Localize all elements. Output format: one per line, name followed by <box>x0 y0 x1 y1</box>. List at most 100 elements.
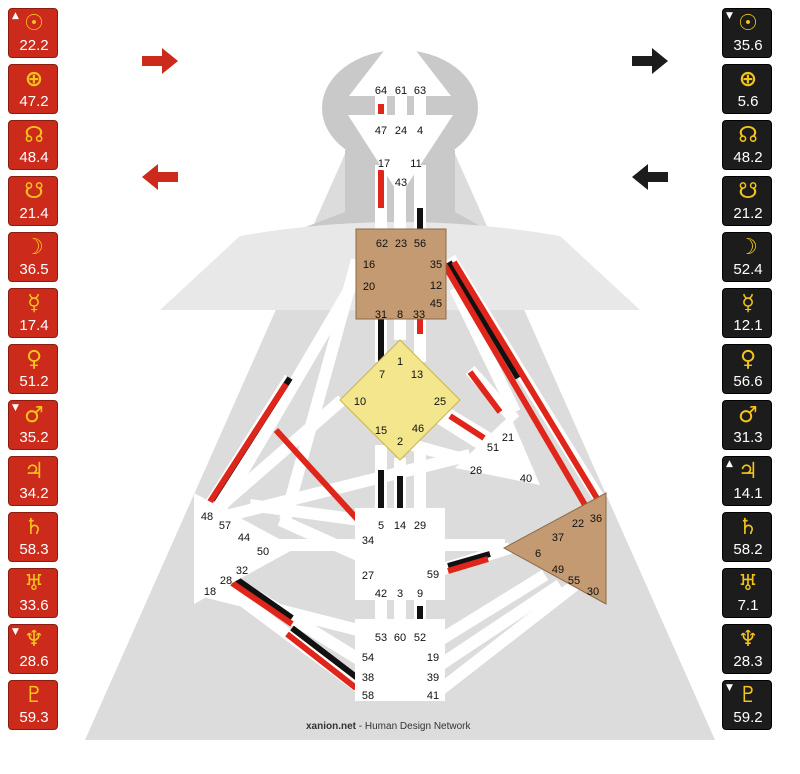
gate-22[interactable]: 22 <box>572 518 584 530</box>
gate-3[interactable]: 3 <box>397 588 403 600</box>
head-center[interactable] <box>349 30 451 96</box>
gate-1[interactable]: 1 <box>397 356 403 368</box>
planet-box-uranus[interactable]: ♅33.6 <box>8 568 58 618</box>
gate-31[interactable]: 31 <box>375 309 387 321</box>
planet-box-south-node[interactable]: ☋21.4 <box>8 176 58 226</box>
gate-43[interactable]: 43 <box>395 177 407 189</box>
gate-8[interactable]: 8 <box>397 309 403 321</box>
gate-29[interactable]: 29 <box>414 520 426 532</box>
gate-55[interactable]: 55 <box>568 575 580 587</box>
planet-box-pluto[interactable]: ♇59.3 <box>8 680 58 730</box>
gate-23[interactable]: 23 <box>395 238 407 250</box>
planet-box-venus[interactable]: ♀51.2 <box>8 344 58 394</box>
gate-59[interactable]: 59 <box>427 569 439 581</box>
planet-box-saturn[interactable]: ♄58.2 <box>722 512 772 562</box>
credit-site[interactable]: xanion.net <box>306 721 357 732</box>
ajna-center[interactable] <box>348 115 453 196</box>
gate-4[interactable]: 4 <box>417 125 423 137</box>
gate-45[interactable]: 45 <box>430 298 442 310</box>
gate-61[interactable]: 61 <box>395 85 407 97</box>
gate-53[interactable]: 53 <box>375 632 387 644</box>
planet-box-jupiter[interactable]: ♃34.2 <box>8 456 58 506</box>
gate-25[interactable]: 25 <box>434 396 446 408</box>
gate-13[interactable]: 13 <box>411 369 423 381</box>
gate-41[interactable]: 41 <box>427 690 439 702</box>
gate-60[interactable]: 60 <box>394 632 406 644</box>
gate-52[interactable]: 52 <box>414 632 426 644</box>
solar-plexus-center[interactable] <box>502 492 607 605</box>
gate-28[interactable]: 28 <box>220 575 232 587</box>
gate-33[interactable]: 33 <box>413 309 425 321</box>
planet-box-mars[interactable]: ▼♂35.2 <box>8 400 58 450</box>
gate-18[interactable]: 18 <box>204 586 216 598</box>
gate-32[interactable]: 32 <box>236 565 248 577</box>
gate-46[interactable]: 46 <box>412 423 424 435</box>
planet-box-jupiter[interactable]: ▲♃14.1 <box>722 456 772 506</box>
gate-44[interactable]: 44 <box>238 532 250 544</box>
planet-box-sun[interactable]: ▲☉22.2 <box>8 8 58 58</box>
gate-48[interactable]: 48 <box>201 511 213 523</box>
heart-center[interactable] <box>455 415 540 485</box>
gate-7[interactable]: 7 <box>379 369 385 381</box>
gate-34[interactable]: 34 <box>362 535 374 547</box>
gate-20[interactable]: 20 <box>363 281 375 293</box>
gate-57[interactable]: 57 <box>219 520 231 532</box>
gate-11[interactable]: 11 <box>410 158 421 170</box>
gate-30[interactable]: 30 <box>587 586 599 598</box>
planet-box-mercury[interactable]: ☿17.4 <box>8 288 58 338</box>
gate-50[interactable]: 50 <box>257 546 269 558</box>
gate-63[interactable]: 63 <box>414 85 426 97</box>
gate-39[interactable]: 39 <box>427 672 439 684</box>
gate-58[interactable]: 58 <box>362 690 374 702</box>
gate-42[interactable]: 42 <box>375 588 387 600</box>
gate-12[interactable]: 12 <box>430 280 442 292</box>
planet-box-south-node[interactable]: ☋21.2 <box>722 176 772 226</box>
gate-49[interactable]: 49 <box>552 564 564 576</box>
gate-47[interactable]: 47 <box>375 125 387 137</box>
throat-center[interactable] <box>355 228 447 320</box>
planet-box-neptune[interactable]: ♆28.3 <box>722 624 772 674</box>
planet-box-earth[interactable]: ⊕5.6 <box>722 64 772 114</box>
gate-19[interactable]: 19 <box>427 652 439 664</box>
gate-15[interactable]: 15 <box>375 425 387 437</box>
planet-box-neptune[interactable]: ▼♆28.6 <box>8 624 58 674</box>
gate-6[interactable]: 6 <box>535 548 541 560</box>
gate-24[interactable]: 24 <box>395 125 407 137</box>
gate-2[interactable]: 2 <box>397 436 403 448</box>
gate-17[interactable]: 17 <box>378 158 390 170</box>
planet-box-uranus[interactable]: ♅7.1 <box>722 568 772 618</box>
gate-64[interactable]: 64 <box>375 85 387 97</box>
gate-37[interactable]: 37 <box>552 532 564 544</box>
planet-box-moon[interactable]: ☽52.4 <box>722 232 772 282</box>
planet-box-mercury[interactable]: ☿12.1 <box>722 288 772 338</box>
gate-27[interactable]: 27 <box>362 570 374 582</box>
gate-62[interactable]: 62 <box>376 238 388 250</box>
gate-21[interactable]: 21 <box>502 432 514 444</box>
gate-10[interactable]: 10 <box>354 396 366 408</box>
planet-box-moon[interactable]: ☽36.5 <box>8 232 58 282</box>
gate-54[interactable]: 54 <box>362 652 374 664</box>
planet-box-earth[interactable]: ⊕47.2 <box>8 64 58 114</box>
gate-9[interactable]: 9 <box>417 588 423 600</box>
planet-box-north-node[interactable]: ☊48.2 <box>722 120 772 170</box>
sacral-center[interactable] <box>355 508 445 600</box>
gate-26[interactable]: 26 <box>470 465 482 477</box>
gate-14[interactable]: 14 <box>394 520 406 532</box>
planet-box-saturn[interactable]: ♄58.3 <box>8 512 58 562</box>
credit[interactable]: xanion.net - Human Design Network <box>306 721 471 732</box>
gate-36[interactable]: 36 <box>590 513 602 525</box>
gate-16[interactable]: 16 <box>363 259 375 271</box>
spleen-center[interactable] <box>194 493 296 604</box>
gate-40[interactable]: 40 <box>520 473 532 485</box>
gate-56[interactable]: 56 <box>414 238 426 250</box>
gate-5[interactable]: 5 <box>378 520 384 532</box>
root-center[interactable] <box>355 619 445 701</box>
planet-box-venus[interactable]: ♀56.6 <box>722 344 772 394</box>
gate-51[interactable]: 51 <box>487 442 499 454</box>
planet-box-pluto[interactable]: ▼♇59.2 <box>722 680 772 730</box>
planet-box-north-node[interactable]: ☊48.4 <box>8 120 58 170</box>
gate-38[interactable]: 38 <box>362 672 374 684</box>
planet-box-sun[interactable]: ▼☉35.6 <box>722 8 772 58</box>
gate-35[interactable]: 35 <box>430 259 442 271</box>
g-center[interactable] <box>339 339 461 461</box>
